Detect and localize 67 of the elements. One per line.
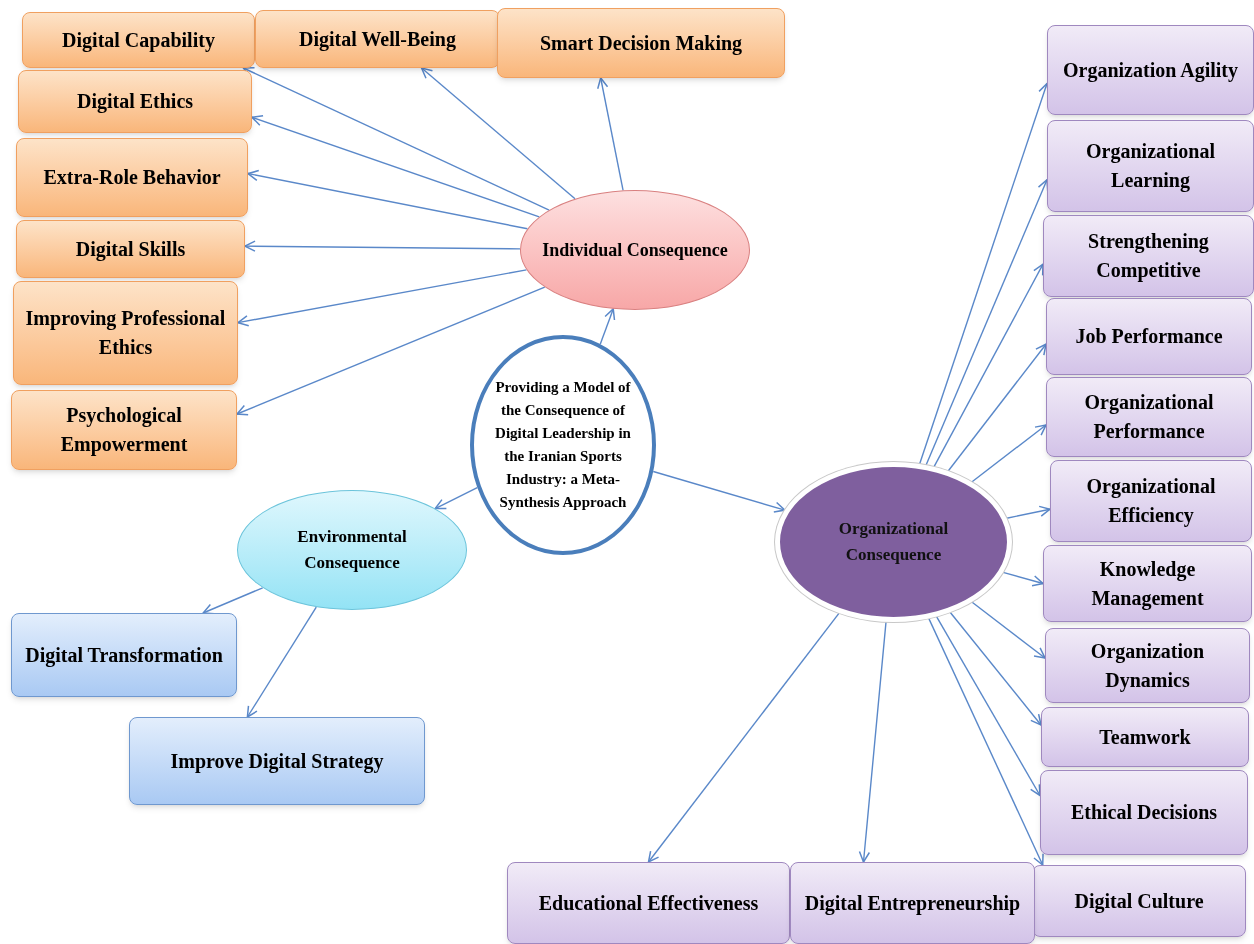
node-label: Digital Capability — [62, 27, 215, 54]
node-label: Improve Digital Strategy — [170, 748, 384, 775]
node-label: Teamwork — [1099, 724, 1191, 750]
consequence-box — [16, 138, 248, 217]
arrow — [949, 611, 1042, 726]
arrow — [251, 115, 540, 218]
node-label: Job Performance — [1075, 324, 1223, 349]
arrow — [971, 424, 1047, 483]
arrow — [434, 486, 478, 510]
consequence-box — [1050, 460, 1252, 542]
node-label: Extra-Role Behavior — [43, 165, 221, 190]
node-label: Organization Dynamics — [1089, 638, 1206, 694]
arrow — [947, 343, 1047, 472]
consequence-box — [11, 390, 237, 470]
node-label: Digital Skills — [75, 236, 186, 263]
arrow — [237, 269, 528, 327]
arrow — [647, 612, 840, 863]
consequence-box — [1043, 545, 1252, 622]
consequence-box — [1046, 377, 1252, 457]
node-label: Smart Decision Making — [539, 30, 743, 57]
arrow — [858, 621, 887, 863]
node-label: Organizational Learning — [1085, 139, 1216, 194]
consequence-box — [1040, 770, 1248, 855]
node-label: Digital Well-Being — [299, 26, 456, 53]
node-label: Providing a Model of the Consequence of Digital Leadership in the Iranian Sports Industry: a Meta-Synthesis Approach — [494, 378, 632, 512]
node-label: Improving Professional Ethics — [24, 306, 227, 360]
arrow — [420, 67, 576, 200]
arrow — [247, 169, 529, 230]
consequence-box — [1041, 707, 1249, 767]
consequence-box — [507, 862, 790, 944]
node-label: Digital Ethics — [76, 89, 194, 115]
node-label: Digital Culture — [1074, 888, 1204, 915]
arrow — [246, 606, 317, 718]
arrow — [971, 601, 1046, 659]
consequence-box — [1047, 25, 1254, 115]
arrow — [236, 286, 546, 416]
consequence-box — [11, 613, 237, 697]
node-label: Individual Consequence — [542, 239, 728, 262]
consequence-box — [22, 12, 255, 68]
consequence-box — [18, 70, 252, 133]
node-label: Organizational Consequence — [837, 518, 950, 566]
consequence-box — [1045, 628, 1250, 703]
arrow — [597, 77, 624, 191]
consequence-box — [790, 862, 1035, 944]
consequence-box — [1046, 298, 1252, 375]
node-label: Organizational Performance — [1083, 390, 1215, 444]
node-label: Knowledge Management — [1090, 556, 1205, 612]
consequence-box — [129, 717, 425, 805]
node-label: Ethical Decisions — [1070, 800, 1218, 825]
arrow — [244, 240, 521, 252]
node-label: Digital Entrepreneurship — [804, 890, 1021, 917]
consequence-box — [13, 281, 238, 385]
consequence-box — [1043, 215, 1254, 297]
consequence-box — [1032, 865, 1246, 937]
node-label: Organization Agility — [1063, 57, 1238, 84]
consequence-box — [497, 8, 785, 78]
node-label: Psychological Empowerment — [59, 403, 189, 458]
arrow — [599, 308, 616, 345]
node-label: Strengthening Competitive — [1087, 229, 1210, 284]
consequence-box — [1047, 120, 1254, 212]
arrow — [202, 587, 264, 615]
node-label: Digital Transformation — [25, 642, 223, 669]
node-label: Educational Effectiveness — [538, 890, 759, 916]
consequence-box — [255, 10, 500, 68]
node-label: Environmental Consequence — [296, 526, 408, 574]
consequence-box — [16, 220, 245, 278]
node-label: Organizational Efficiency — [1085, 474, 1217, 529]
